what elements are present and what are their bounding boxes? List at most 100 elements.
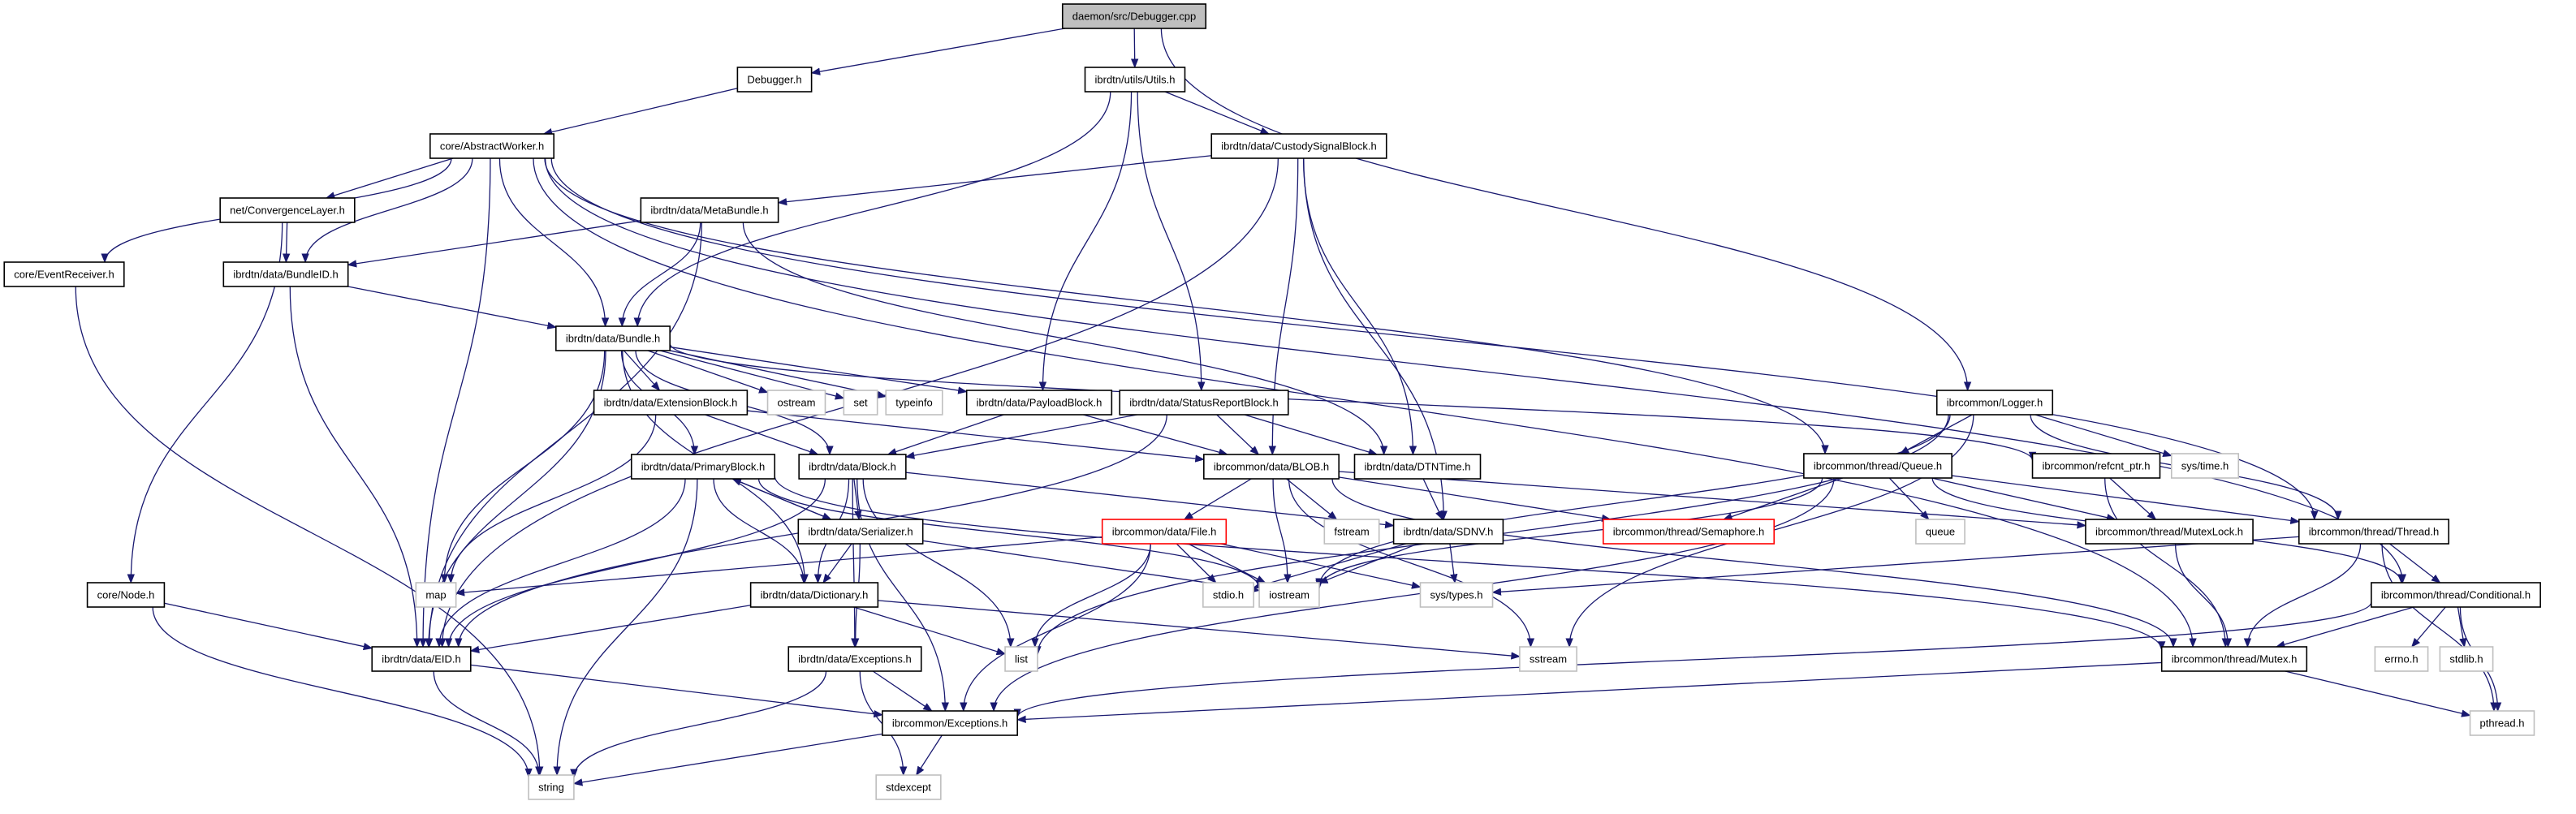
edge-dtntime-to-sdnv	[1422, 478, 1443, 521]
node-box	[1419, 582, 1494, 608]
graph-node-statusreport[interactable]: ibrdtn/data/StatusReportBlock.h	[1119, 390, 1289, 416]
graph-node-list: list	[1004, 646, 1038, 672]
edge-queue-to-thread	[1952, 475, 2300, 525]
edge-thread-to-systypes	[1491, 536, 2299, 596]
graph-node-mutexlock[interactable]: ibrcommon/thread/MutexLock.h	[2085, 519, 2254, 545]
graph-node-exceptions-dtn[interactable]: ibrdtn/data/Exceptions.h	[787, 646, 922, 672]
graph-node-block[interactable]: ibrdtn/data/Block.h	[798, 454, 907, 480]
edge-conditional-to-errno	[2410, 606, 2446, 648]
edge-node-to-eid	[164, 602, 373, 651]
edge-abstractworker-to-bundle	[498, 157, 610, 328]
node-label: ibrdtn/data/Serializer.h	[808, 526, 913, 538]
graph-node-bundle[interactable]: ibrdtn/data/Bundle.h	[555, 325, 671, 351]
graph-node-extension[interactable]: ibrdtn/data/ExtensionBlock.h	[593, 390, 749, 416]
edge-conditional-to-exceptions	[1013, 601, 2372, 719]
node-box	[1119, 390, 1289, 416]
edge-metabundle-to-bundle	[618, 222, 701, 328]
node-box	[749, 582, 879, 608]
node-box	[2374, 646, 2429, 672]
edge-refcnt-to-mutexlock	[2109, 477, 2157, 520]
graph-node-convergence[interactable]: net/ConvergenceLayer.h	[219, 197, 356, 223]
node-label: ostream	[778, 397, 816, 409]
graph-node-map: map	[415, 582, 457, 608]
edge-abstractworker-to-thread	[550, 157, 2319, 521]
edge-blob-to-mutex	[1331, 478, 2177, 648]
node-box	[1602, 519, 1776, 545]
graph-node-dictionary[interactable]: ibrdtn/data/Dictionary.h	[749, 582, 879, 608]
edge-mutex-to-exceptions	[1016, 661, 2162, 723]
graph-node-debugger[interactable]: Debugger.h	[736, 67, 813, 93]
graph-node-dtntime[interactable]: ibrdtn/data/DTNTime.h	[1353, 454, 1482, 480]
node-label: ibrdtn/data/ExtensionBlock.h	[604, 397, 738, 409]
node-label: typeinfo	[895, 397, 933, 409]
edge-eid-to-string	[433, 670, 543, 777]
node-label: ibrcommon/Exceptions.h	[892, 717, 1008, 730]
node-label: ibrcommon/thread/Conditional.h	[2381, 589, 2531, 601]
graph-node-semaphore[interactable]: ibrcommon/thread/Semaphore.h	[1602, 519, 1776, 545]
edge-thread-to-mutex	[2243, 543, 2362, 648]
edge-bundle-to-payload	[670, 346, 968, 394]
graph-node-logger[interactable]: ibrcommon/Logger.h	[1935, 390, 2054, 416]
node-label: stdio.h	[1213, 589, 1244, 601]
edge-bundleid-to-bundle	[347, 286, 557, 329]
graph-node-string: string	[528, 774, 575, 800]
graph-node-pthread: pthread.h	[2469, 710, 2535, 736]
graph-node-file[interactable]: ibrcommon/data/File.h	[1101, 519, 1228, 545]
graph-node-stdlib: stdlib.h	[2439, 646, 2494, 672]
graph-node-refcnt[interactable]: ibrcommon/refcnt_ptr.h	[2031, 453, 2161, 479]
graph-node-sdnv[interactable]: ibrdtn/data/SDNV.h	[1392, 519, 1504, 545]
edge-abstractworker-to-conditional	[544, 157, 2406, 584]
node-box	[1258, 582, 1320, 608]
graph-node-ostream: ostream	[766, 390, 826, 416]
edge-primary-to-dictionary	[713, 478, 808, 584]
edge-queue-to-mutexlock	[1931, 477, 2116, 522]
graph-node-eid[interactable]: ibrdtn/data/EID.h	[371, 646, 472, 672]
graph-node-queue[interactable]: ibrcommon/thread/Queue.h	[1803, 453, 1952, 479]
graph-node-conditional[interactable]: ibrcommon/thread/Conditional.h	[2371, 582, 2541, 608]
node-label: map	[425, 589, 446, 601]
edges-layer	[75, 28, 2502, 786]
node-box	[2160, 646, 2308, 672]
node-box	[766, 390, 826, 416]
node-label: fstream	[1334, 526, 1369, 538]
edge-file-to-systypes	[1220, 543, 1422, 589]
node-box	[1353, 454, 1482, 480]
graph-node-serializer[interactable]: ibrdtn/data/Serializer.h	[797, 519, 924, 545]
edge-extension-to-block	[705, 414, 819, 455]
node-box	[86, 582, 166, 608]
edge-thread-to-conditional	[2389, 543, 2441, 584]
edge-block-to-exceptions-dtn	[851, 478, 859, 648]
graph-node-bundleid[interactable]: ibrdtn/data/BundleID.h	[222, 261, 349, 287]
graph-node-eventreceiver[interactable]: core/EventReceiver.h	[3, 261, 125, 287]
edge-blob-to-sstream	[1288, 478, 1535, 648]
graph-node-metabundle[interactable]: ibrdtn/data/MetaBundle.h	[640, 197, 779, 223]
node-label: ibrdtn/data/StatusReportBlock.h	[1129, 397, 1279, 409]
node-box	[371, 646, 472, 672]
node-label: daemon/src/Debugger.cpp	[1072, 11, 1196, 23]
node-label: errno.h	[2384, 653, 2418, 665]
node-box	[1084, 67, 1186, 93]
edge-dictionary-to-eid	[469, 605, 751, 654]
edge-sdnv-to-stdio	[1253, 543, 1407, 589]
graph-node-exceptions[interactable]: ibrcommon/Exceptions.h	[882, 710, 1018, 736]
node-box	[593, 390, 749, 416]
graph-node-utils[interactable]: ibrdtn/utils/Utils.h	[1084, 67, 1186, 93]
graph-node-node[interactable]: core/Node.h	[86, 582, 166, 608]
edge-queue-to-exceptions	[990, 477, 1835, 713]
edge-block-to-sdnv	[905, 472, 1395, 529]
graph-node-root[interactable]: daemon/src/Debugger.cpp	[1061, 3, 1207, 29]
graph-node-thread[interactable]: ibrcommon/thread/Thread.h	[2298, 519, 2450, 545]
graph-node-abstractworker[interactable]: core/AbstractWorker.h	[429, 133, 554, 159]
graph-node-mutex[interactable]: ibrcommon/thread/Mutex.h	[2160, 646, 2308, 672]
graph-node-primary[interactable]: ibrdtn/data/PrimaryBlock.h	[630, 454, 776, 480]
graph-node-payload[interactable]: ibrdtn/data/PayloadBlock.h	[965, 390, 1113, 416]
edge-serializer-to-dictionary	[822, 543, 852, 584]
edge-custody-to-sdnv	[1303, 157, 1448, 521]
node-label: ibrdtn/data/SDNV.h	[1404, 526, 1494, 538]
graph-node-custody[interactable]: ibrdtn/data/CustodySignalBlock.h	[1210, 133, 1387, 159]
node-box	[2371, 582, 2541, 608]
graph-node-blob[interactable]: ibrcommon/data/BLOB.h	[1203, 454, 1340, 480]
edge-metabundle-to-bundleid	[347, 220, 641, 268]
edge-exceptions-to-stdexcept	[916, 734, 943, 776]
node-label: ibrdtn/data/Bundle.h	[566, 333, 660, 345]
